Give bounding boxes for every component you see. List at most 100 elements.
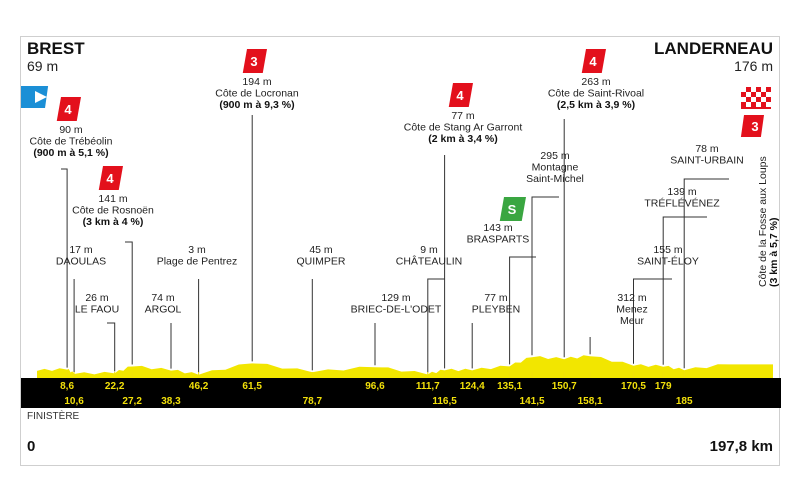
- waypoint-label-line: 77 m: [451, 110, 475, 122]
- leader-line: [107, 322, 116, 372]
- badge-text: 4: [64, 102, 72, 117]
- leader-line: [427, 278, 445, 373]
- finish-checkered-flag-icon: [741, 87, 771, 109]
- waypoint-label-line: 26 m: [85, 292, 109, 304]
- climb-category-badge: 3: [242, 49, 267, 73]
- waypoint-label-line: (3 km à 5,7 %): [768, 218, 780, 287]
- waypoint-label-line: (2 km à 3,4 %): [428, 133, 497, 145]
- climb-category-badge: 4: [448, 83, 473, 107]
- waypoint-label-line: DAOULAS: [56, 256, 106, 268]
- waypoint-label-line: LE FAOU: [75, 304, 119, 316]
- distance-total: 197,8 km: [710, 438, 773, 455]
- km-marker-label: 22,2: [105, 381, 125, 392]
- climb-badges: 4 4 3 4S 4 3: [56, 49, 764, 221]
- climb-category-badge: 4: [56, 97, 81, 121]
- waypoint-label-line: TRÉFLÉVÉNEZ: [644, 197, 720, 210]
- leader-line: [531, 196, 559, 356]
- km-marker-label: 141,5: [520, 396, 545, 407]
- waypoint-label-line: Côte de la Fosse aux Loups: [757, 156, 769, 287]
- sprint-badge-shape: [499, 197, 526, 221]
- waypoint-label-line: 90 m: [59, 124, 83, 136]
- waypoint-label-line: Côte de Saint-Rivoal: [548, 88, 644, 100]
- finish-altitude: 176 m: [734, 58, 773, 74]
- climb-category-badge: 4: [98, 166, 123, 190]
- waypoint-label-line: BRASPARTS: [467, 234, 530, 246]
- badge-shape: [581, 49, 606, 73]
- waypoint-label-line: (900 m à 9,3 %): [219, 99, 294, 111]
- waypoint-label-line: 77 m: [484, 292, 508, 304]
- waypoint-label-line: 9 m: [420, 244, 438, 256]
- km-marker-label: 27,2: [122, 396, 142, 407]
- waypoint-label-line: Plage de Pentrez: [157, 256, 238, 268]
- badge-shape: [56, 97, 81, 121]
- leader-line: [633, 278, 672, 364]
- waypoint-label-line: 45 m: [309, 244, 333, 256]
- badge-text: 4: [106, 171, 114, 186]
- badge-shape: [98, 166, 123, 190]
- waypoint-label-line: SAINT-ÉLOY: [637, 255, 699, 268]
- waypoint-label-line: (3 km à 4 %): [83, 216, 144, 228]
- leader-line: [683, 178, 729, 369]
- waypoint-label-line: CHÂTEAULIN: [396, 255, 463, 268]
- waypoint-label-line: 194 m: [242, 76, 271, 88]
- elevation-profile-area: [37, 355, 773, 378]
- km-marker-label: 96,6: [365, 381, 385, 392]
- waypoint-label-line: 295 m: [540, 150, 569, 162]
- badge-text: 3: [751, 119, 758, 134]
- waypoint-label-line: 263 m: [581, 76, 610, 88]
- finish-climb-label: Côte de la Fosse aux Loups(3 km à 5,7 %): [757, 156, 780, 287]
- badge-shape: [448, 83, 473, 107]
- waypoint-label-line: Côte de Stang Ar Garront: [404, 122, 523, 134]
- waypoint-label-line: 139 m: [667, 186, 696, 198]
- waypoint-label-line: Menez: [616, 304, 648, 316]
- waypoint-label-line: ARGOL: [145, 304, 182, 316]
- waypoint-label-line: Côte de Trébéolin: [30, 136, 113, 148]
- waypoint-label-line: SAINT-URBAIN: [670, 155, 744, 167]
- waypoint-label-line: (2,5 km à 3,9 %): [557, 99, 635, 111]
- badge-shape: [242, 49, 267, 73]
- kilometer-band: [21, 378, 781, 408]
- km-marker-label: 111,7: [416, 381, 440, 392]
- km-marker-label: 158,1: [578, 396, 603, 407]
- waypoint-label-line: BRIEC-DE-L'ODET: [351, 304, 442, 316]
- waypoint-label-line: Côte de Rosnoën: [72, 205, 154, 217]
- waypoint-label-line: PLEYBEN: [472, 304, 520, 316]
- km-marker-label: 38,3: [161, 396, 181, 407]
- sprint-badge: S: [499, 197, 526, 221]
- km-marker-label: 185: [676, 396, 693, 407]
- waypoint-label-line: 74 m: [151, 292, 175, 304]
- km-marker-label: 61,5: [242, 381, 262, 392]
- climb-category-badge: 4: [581, 49, 606, 73]
- km-marker-label: 150,7: [552, 381, 577, 392]
- waypoint-label-line: 155 m: [653, 244, 682, 256]
- distance-start: 0: [27, 438, 35, 455]
- waypoint-label-line: 17 m: [69, 244, 93, 256]
- leader-line: [509, 256, 536, 365]
- km-marker-label: 135,1: [497, 381, 522, 392]
- km-marker-label: 46,2: [189, 381, 209, 392]
- start-altitude: 69 m: [27, 58, 58, 74]
- start-town: BREST: [27, 39, 85, 58]
- km-marker-label: 124,4: [460, 381, 485, 392]
- waypoint-label-line: 3 m: [188, 244, 206, 256]
- km-marker-label: 10,6: [64, 396, 84, 407]
- waypoint-label-line: (900 m à 5,1 %): [33, 147, 108, 159]
- km-marker-label: 78,7: [303, 396, 323, 407]
- start-flag-icon: [17, 86, 49, 108]
- km-marker-label: 170,5: [621, 381, 646, 392]
- badge-shape: [740, 115, 764, 137]
- waypoint-label-line: Montagne: [532, 162, 579, 174]
- sprint-badge-text: S: [508, 202, 517, 217]
- finish-town: LANDERNEAU: [654, 39, 773, 58]
- waypoint-leader-lines: [61, 115, 729, 373]
- waypoint-label-line: 143 m: [483, 222, 512, 234]
- climb-category-badge: 3: [740, 115, 764, 137]
- waypoint-label-line: Saint-Michel: [526, 173, 584, 185]
- km-marker-label: 116,5: [432, 396, 457, 407]
- leader-line: [61, 168, 68, 368]
- region-label: FINISTÈRE: [27, 409, 80, 422]
- badge-text: 4: [456, 88, 464, 103]
